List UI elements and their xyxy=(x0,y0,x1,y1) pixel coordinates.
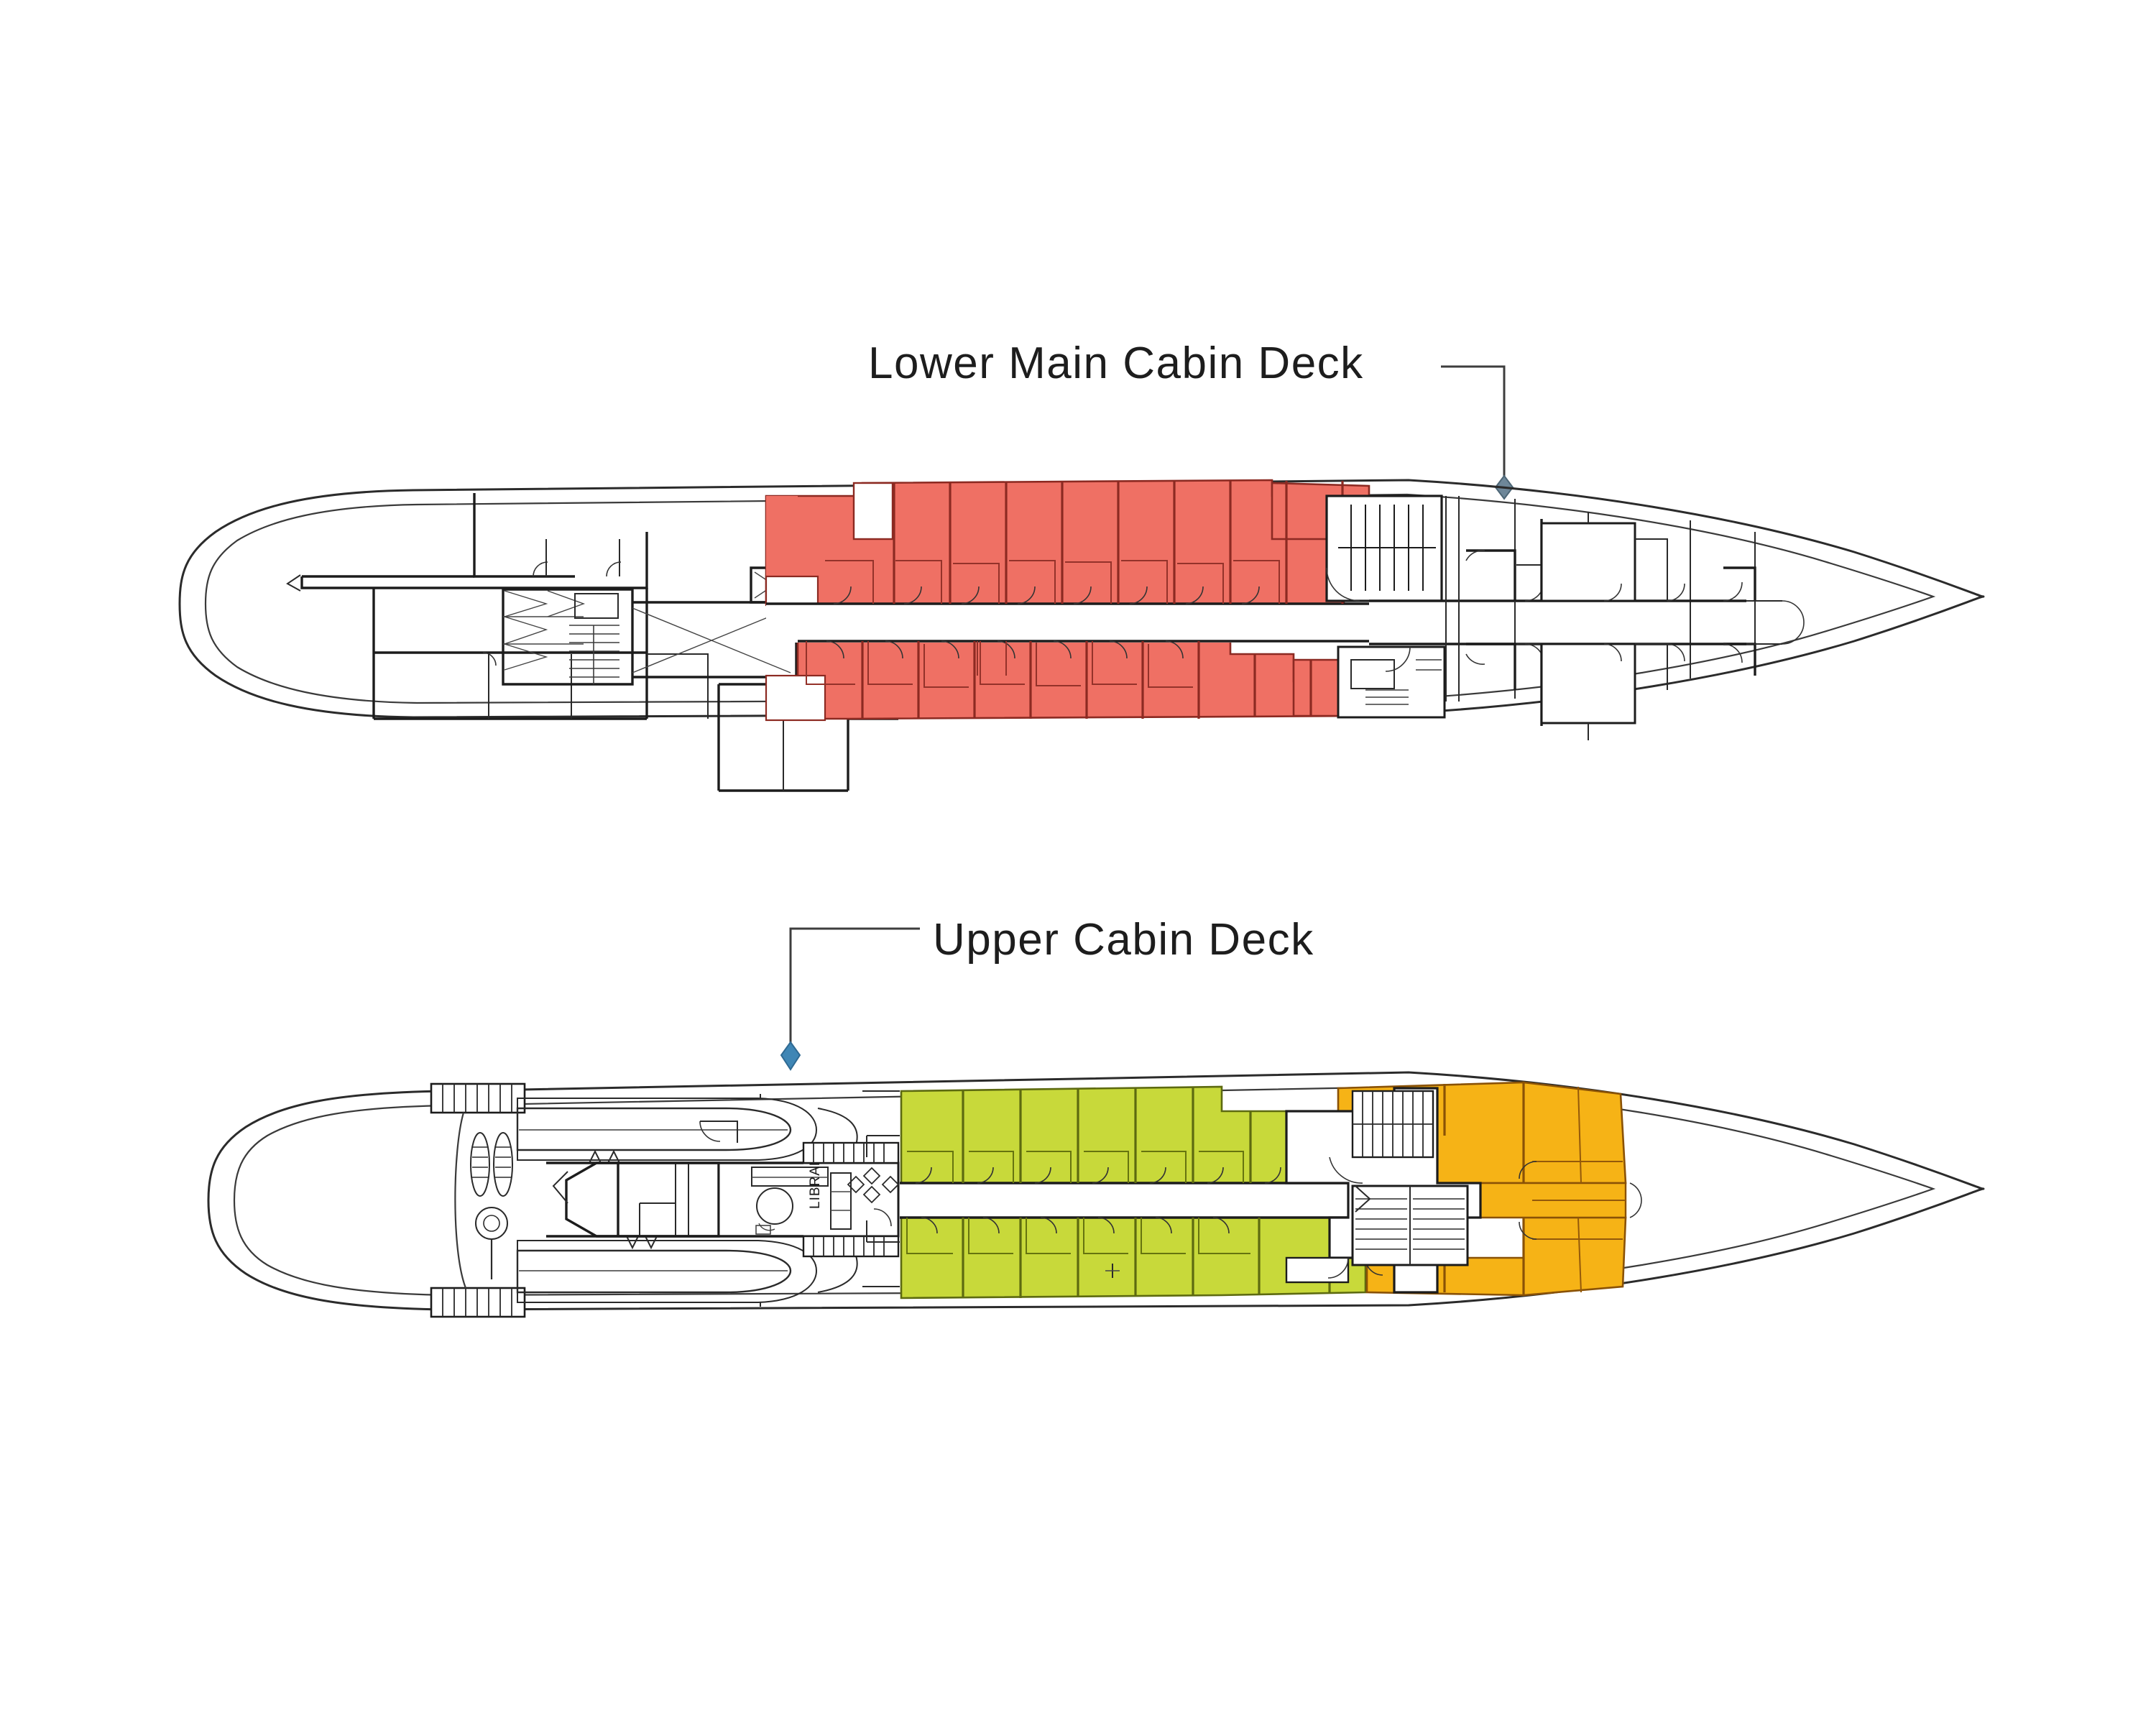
upper-bridge-house xyxy=(552,1149,720,1250)
lower-deck-callout xyxy=(1441,365,1514,500)
lifeboat-starboard xyxy=(516,1240,818,1303)
upper-side-passages xyxy=(862,1090,900,1287)
lower-crew-stairs xyxy=(502,566,799,686)
bollard-icon xyxy=(470,1132,513,1197)
upper-green-cabin-block xyxy=(900,1085,1367,1300)
upper-callout-marker xyxy=(780,1041,801,1071)
upper-deck-callout xyxy=(780,927,920,1071)
lower-forward-section xyxy=(1445,496,1805,740)
lower-upper-cabin-partitions xyxy=(825,481,1344,604)
lower-deck-title: Lower Main Cabin Deck xyxy=(868,339,1364,388)
upper-deck-plan: LIBRARY xyxy=(207,927,1985,1318)
winch-icon xyxy=(475,1207,508,1279)
lower-deck-plan xyxy=(178,365,1985,792)
dining-table-icon xyxy=(847,1167,900,1204)
upper-deck-equipment xyxy=(470,1132,513,1279)
lifeboat-port xyxy=(516,1098,818,1161)
lower-lower-cabin-partitions xyxy=(806,640,1312,719)
upper-lifeboats xyxy=(516,1094,858,1307)
lower-red-block-notches xyxy=(765,482,1370,722)
upper-main-stairwell xyxy=(1285,1087,1482,1294)
lifeboat-davits xyxy=(760,1094,858,1307)
upper-deck-title: Upper Cabin Deck xyxy=(933,915,1314,965)
lower-stern-service-area xyxy=(286,493,709,720)
upper-lounge-library: LIBRARY xyxy=(546,1121,900,1258)
upper-stern-stairs xyxy=(430,1082,526,1318)
